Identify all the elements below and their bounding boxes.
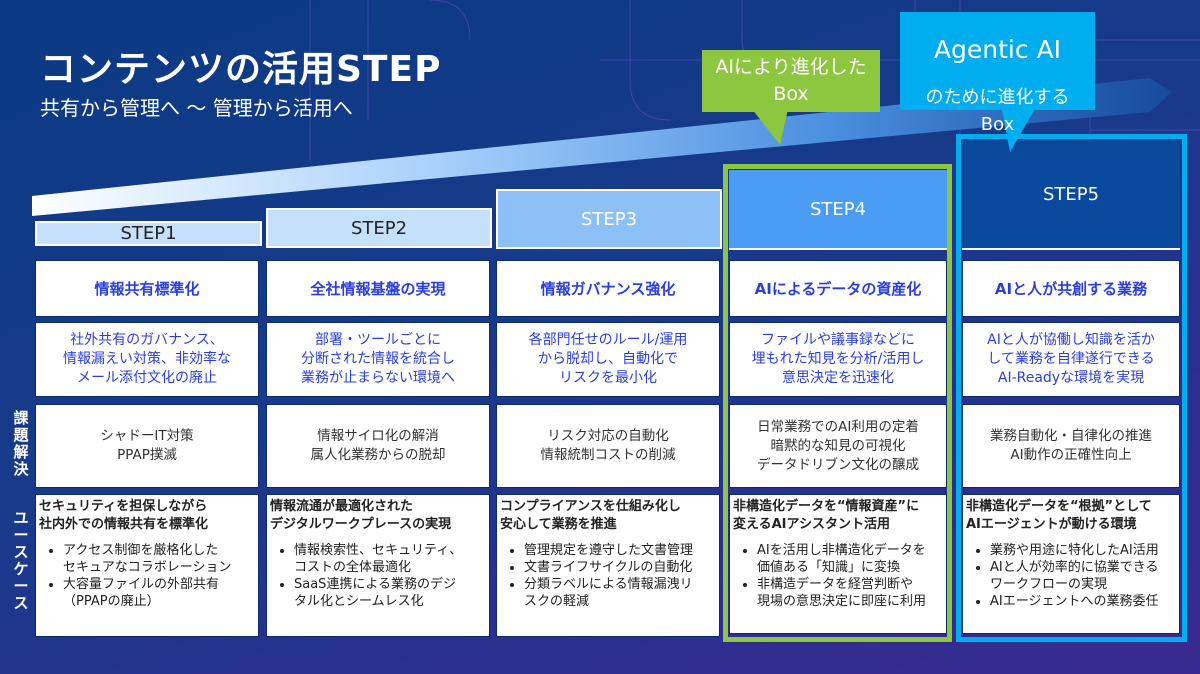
step1-usecase: セキュリティを担保しながら 社内外での情報共有を標準化 アクセス制御を厳格化した… xyxy=(35,494,259,637)
usecase-item: 文書ライフサイクルの自動化 xyxy=(524,559,717,576)
step5-usecase: 非構造化データを“根拠”として AIエージェントが動ける環境 業務や用途に特化し… xyxy=(962,494,1180,634)
step4-usecase: 非構造化データを“情報資産”に 変えるAIアシスタント活用 AIを活用し非構造化… xyxy=(729,494,947,634)
step4-usecase-title: 非構造化データを“情報資産”に 変えるAIアシスタント活用 xyxy=(733,499,920,532)
page-subtitle: 共有から管理へ ～ 管理から活用へ xyxy=(40,96,353,120)
step1-usecase-list: アクセス制御を厳格化した セキュアなコラボレーション 大容量ファイルの外部共有 … xyxy=(39,542,256,610)
step2-label: STEP2 xyxy=(350,217,408,239)
step5-callout-text: のために進化する Box xyxy=(925,87,1070,135)
step1-goal: 社外共有のガバナンス、 情報漏えい対策、非効率な メール添付文化の廃止 xyxy=(35,322,259,397)
usecase-item: 情報検索性、セキュリティ、 コストの全体最適化 xyxy=(294,542,487,576)
step2-theme: 全社情報基盤の実現 xyxy=(266,260,490,317)
row-label-usecase: ユースケース xyxy=(13,509,29,612)
step5-callout-tail xyxy=(1000,100,1040,152)
step5-callout-title: Agentic AI xyxy=(933,35,1062,64)
step5-solve: 業務自動化・自律化の推進 AI動作の正確性向上 xyxy=(962,404,1180,488)
step2-header[interactable]: STEP2 xyxy=(266,208,492,248)
step3-label: STEP3 xyxy=(580,208,638,230)
step3-usecase-title: コンプライアンスを仕組み化し 安心して業務を推進 xyxy=(500,499,681,532)
usecase-item: 分類ラベルによる情報漏洩リ スクの軽減 xyxy=(524,576,717,610)
step1-theme-text: 情報共有標準化 xyxy=(94,280,200,298)
step4-usecase-list: AIを活用し非構造化データを 価値ある「知識」に変換 非構造データを経営判断や … xyxy=(733,542,944,610)
usecase-item: 管理規定を遵守した文書管理 xyxy=(524,542,717,559)
step3-theme-text: 情報ガバナンス強化 xyxy=(540,280,676,298)
step4-goal: ファイルや議事録などに 埋もれた知見を分析/活用し 意思決定を迅速化 xyxy=(729,322,947,397)
step4-header-divider xyxy=(729,248,947,250)
step2-solve: 情報サイロ化の解消 属人化業務からの脱却 xyxy=(266,404,490,488)
step1-solve: シャドーIT対策 PPAP撲滅 xyxy=(35,404,259,488)
row-label-solve: 課題解決 xyxy=(13,409,29,478)
step4-header[interactable]: STEP4 xyxy=(729,170,947,248)
step3-usecase: コンプライアンスを仕組み化し 安心して業務を推進 管理規定を遵守した文書管理 文… xyxy=(496,494,720,637)
step5-header[interactable]: STEP5 xyxy=(962,140,1180,248)
step2-usecase-list: 情報検索性、セキュリティ、 コストの全体最適化 SaaS連携による業務のデジ タ… xyxy=(270,542,487,610)
usecase-item: 非構造データを経営判断や 現場の意思決定に即座に利用 xyxy=(757,576,944,610)
step3-usecase-list: 管理規定を遵守した文書管理 文書ライフサイクルの自動化 分類ラベルによる情報漏洩… xyxy=(500,542,717,610)
step4-solve: 日常業務でのAI利用の定着 暗黙的な知見の可視化 データドリブン文化の醸成 xyxy=(729,404,947,488)
usecase-item: AIを活用し非構造化データを 価値ある「知識」に変換 xyxy=(757,542,944,576)
page-title: コンテンツの活用STEP xyxy=(40,49,442,90)
step5-usecase-title: 非構造化データを“根拠”として AIエージェントが動ける環境 xyxy=(966,499,1152,532)
usecase-item: 大容量ファイルの外部共有 （PPAPの廃止） xyxy=(63,576,256,610)
step5-goal: AIと人が協働し知識を活か して業務を自律遂行できる AI-Readyな環境を実… xyxy=(962,322,1180,397)
step3-header[interactable]: STEP3 xyxy=(496,189,722,249)
usecase-item: 業務や用途に特化したAI活用 xyxy=(990,542,1177,559)
usecase-item: SaaS連携による業務のデジ タル化とシームレス化 xyxy=(294,576,487,610)
usecase-item: AIと人が効率的に協業できる ワークフローの実現 xyxy=(990,559,1177,593)
step5-callout: Agentic AI のために進化する Box xyxy=(900,12,1095,135)
step4-label: STEP4 xyxy=(809,198,867,220)
step3-goal: 各部門任せのルール/運用 から脱却し、自動化で リスクを最小化 xyxy=(496,322,720,397)
step5-theme: AIと人が共創する業務 xyxy=(962,260,1180,317)
step1-header[interactable]: STEP1 xyxy=(35,221,262,246)
step5-usecase-list: 業務や用途に特化したAI活用 AIと人が効率的に協業できる ワークフローの実現 … xyxy=(966,542,1177,610)
usecase-item: アクセス制御を厳格化した セキュアなコラボレーション xyxy=(63,542,256,576)
usecase-item: AIエージェントへの業務委任 xyxy=(990,593,1177,610)
step2-usecase: 情報流通が最適化された デジタルワークプレースの実現 情報検索性、セキュリティ、… xyxy=(266,494,490,637)
step3-solve: リスク対応の自動化 情報統制コストの削減 xyxy=(496,404,720,488)
step2-theme-text: 全社情報基盤の実現 xyxy=(310,280,446,298)
step3-theme: 情報ガバナンス強化 xyxy=(496,260,720,317)
step4-theme-text: AIによるデータの資産化 xyxy=(754,280,922,298)
step1-label: STEP1 xyxy=(120,223,177,244)
step1-theme: 情報共有標準化 xyxy=(35,260,259,317)
step4-theme: AIによるデータの資産化 xyxy=(729,260,947,317)
step2-goal: 部署・ツールごとに 分断された情報を統合し 業務が止まらない環境へ xyxy=(266,322,490,397)
step1-usecase-title: セキュリティを担保しながら 社内外での情報共有を標準化 xyxy=(39,499,209,532)
step5-label: STEP5 xyxy=(1042,183,1100,205)
step4-callout: AIにより進化した Box xyxy=(702,50,880,112)
step5-header-divider xyxy=(962,248,1180,250)
step5-theme-text: AIと人が共創する業務 xyxy=(994,280,1148,298)
step2-usecase-title: 情報流通が最適化された デジタルワークプレースの実現 xyxy=(270,499,452,532)
